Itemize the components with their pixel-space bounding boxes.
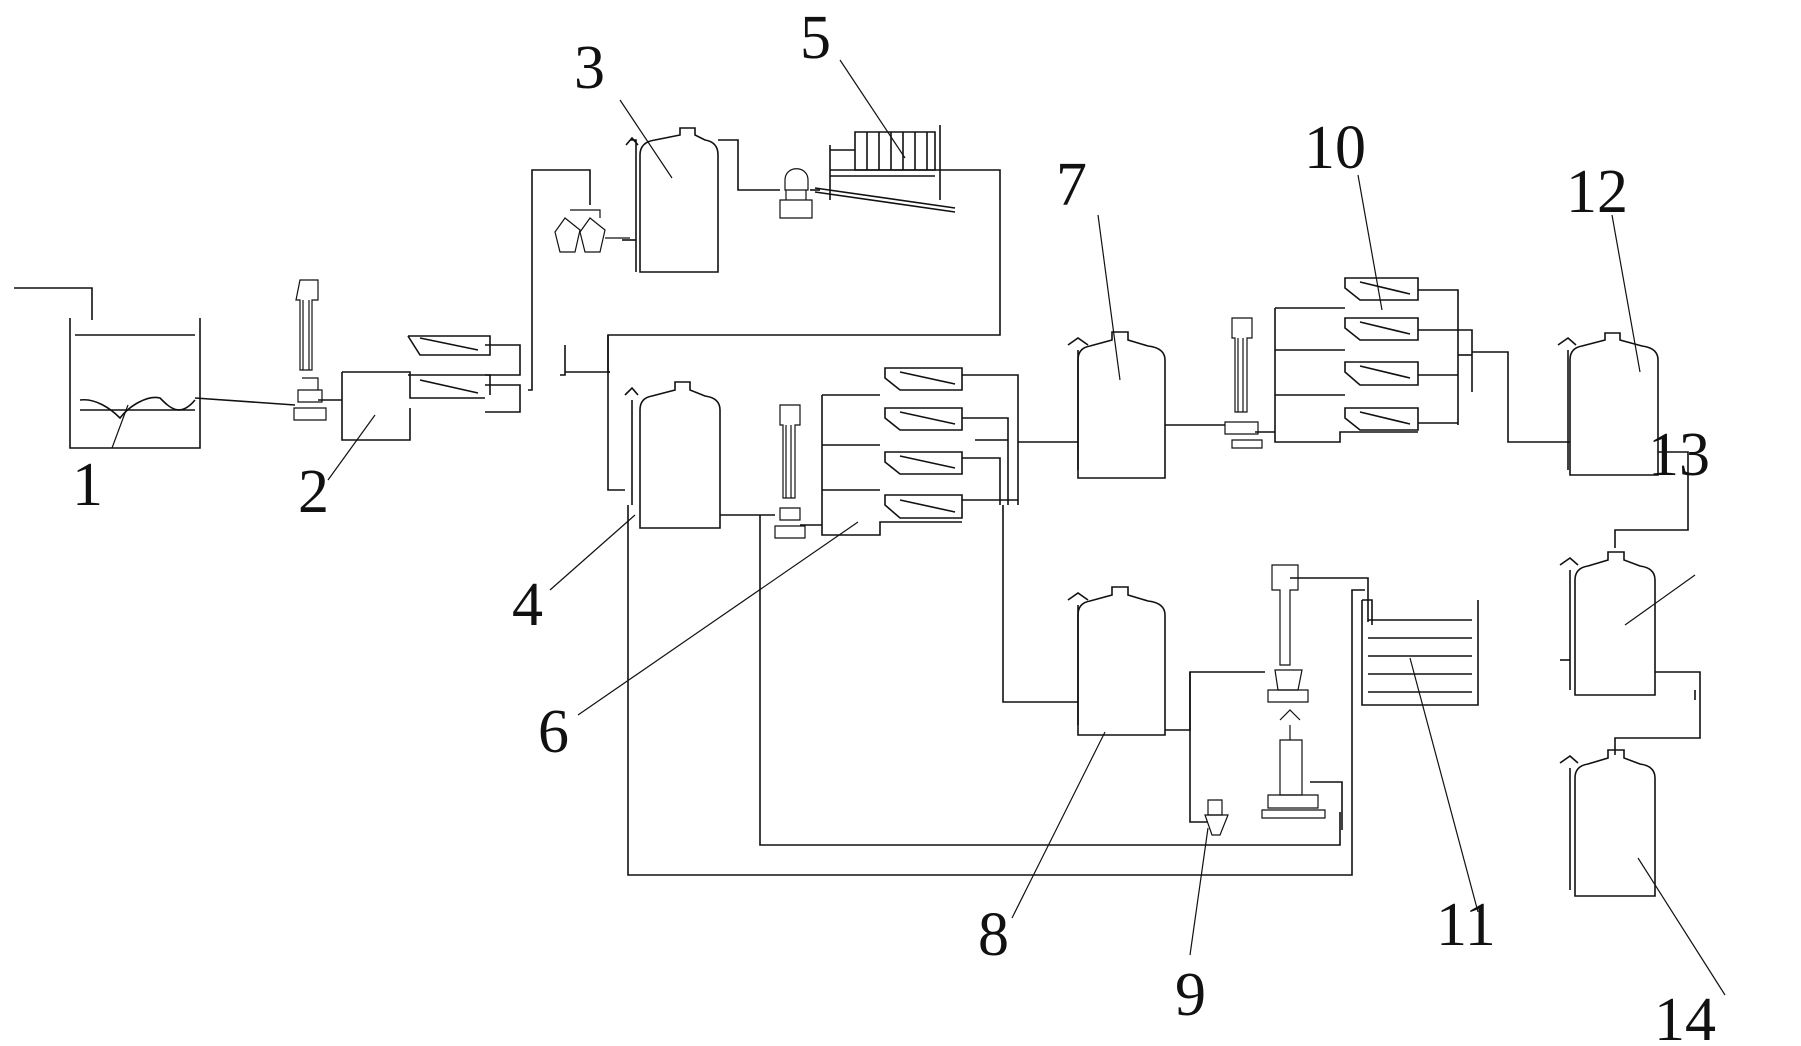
- label-5: 5: [800, 4, 831, 72]
- equipment-3-reactor: [622, 127, 719, 273]
- label-12: 12: [1566, 158, 1628, 226]
- label-3: 3: [574, 34, 605, 102]
- separator-upper: [1267, 564, 1309, 703]
- label-8: 8: [978, 901, 1009, 969]
- label-2: 2: [298, 458, 329, 526]
- label-9: 9: [1175, 961, 1206, 1029]
- label-13: 13: [1648, 421, 1710, 489]
- equipment-6-sieve: [821, 367, 963, 536]
- pump-1: [293, 279, 327, 421]
- pump-6: [774, 404, 806, 539]
- pumps-3: [554, 209, 630, 253]
- leader-lines: [111, 59, 1726, 996]
- label-4: 4: [512, 571, 543, 639]
- equipment-9-pump: [1204, 799, 1229, 836]
- equipment-1-settling-tank: [69, 318, 201, 449]
- equipment-11-wash-tank: [1361, 599, 1479, 706]
- equipment-13-tank: [1559, 551, 1656, 696]
- piping: [14, 139, 1701, 876]
- equipment-7-reactor: [1067, 331, 1166, 479]
- label-11: 11: [1436, 891, 1496, 959]
- equipment-2-sieve: [341, 335, 521, 441]
- label-1: 1: [72, 451, 103, 519]
- label-14: 14: [1654, 986, 1716, 1046]
- pump-10: [1224, 317, 1263, 449]
- label-7: 7: [1056, 151, 1087, 219]
- equipment-14-tank: [1559, 749, 1656, 897]
- separator-lower: [1261, 709, 1326, 819]
- equipment-4-reactor: [624, 381, 721, 529]
- label-10: 10: [1304, 114, 1366, 182]
- label-6: 6: [538, 698, 569, 766]
- equipment-5-filter-press: [814, 125, 956, 213]
- equipment-8-reactor: [1067, 586, 1166, 736]
- equipment-12-tank: [1557, 332, 1659, 476]
- pump-5: [779, 168, 813, 219]
- equipment-10-sieve: [1274, 277, 1419, 443]
